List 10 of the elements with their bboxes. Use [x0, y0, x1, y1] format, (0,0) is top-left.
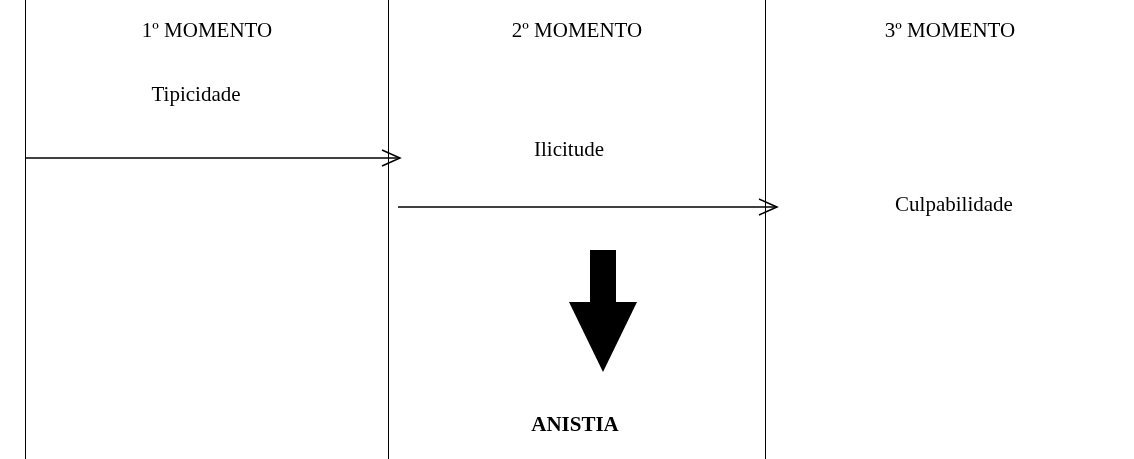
stage-label: Ilicitude — [411, 133, 727, 165]
column-heading: 1º MOMENTO — [140, 17, 274, 44]
column-heading: 2º MOMENTO — [510, 17, 644, 44]
stage-label: Tipicidade — [121, 78, 271, 108]
arrow — [24, 149, 401, 167]
result-label: ANISTIA — [515, 372, 635, 444]
stage-label: Culpabilidade — [783, 188, 1125, 220]
arrow — [397, 198, 778, 216]
block-arrow — [569, 250, 637, 372]
column-heading: 3º MOMENTO — [883, 17, 1017, 44]
